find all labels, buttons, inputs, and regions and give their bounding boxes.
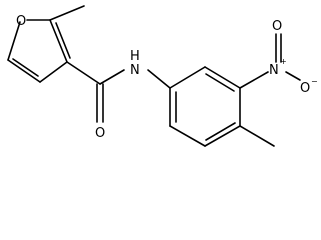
bond-nitro-o-right bbox=[285, 71, 301, 81]
benzene-ring bbox=[169, 66, 241, 147]
bond-n-aryl bbox=[147, 69, 171, 89]
bond-b1-b2 bbox=[169, 66, 206, 89]
bond-aryl-nitro bbox=[239, 71, 269, 89]
structure-canvas: O N H O N + O O − bbox=[7, 5, 318, 147]
amide-group bbox=[66, 61, 171, 123]
bond-c4-c5-inner bbox=[12, 58, 39, 77]
nitro-nitrogen-charge: + bbox=[280, 57, 287, 66]
nitro-group bbox=[239, 33, 301, 89]
atom-nitro-nitrogen: N bbox=[269, 63, 279, 78]
bond-c2-c3 bbox=[49, 19, 68, 63]
bond-b4-b5-inner bbox=[205, 122, 236, 141]
bond-c4-c5 bbox=[7, 59, 41, 83]
bond-c3-carbonyl bbox=[66, 61, 101, 85]
atom-nitro-oxygen-top: O bbox=[272, 19, 282, 34]
atom-amide-nitrogen: N bbox=[130, 63, 140, 78]
bond-c5-o1 bbox=[7, 21, 21, 61]
bond-b2-b3 bbox=[204, 66, 241, 89]
bond-carbonyl-n bbox=[99, 69, 125, 85]
atom-amide-hydrogen: H bbox=[130, 49, 140, 64]
bond-furan-methyl bbox=[49, 5, 85, 21]
atom-furan-oxygen: O bbox=[16, 14, 26, 29]
bond-b5-b6 bbox=[169, 125, 206, 147]
atom-carbonyl-oxygen: O bbox=[95, 126, 105, 141]
furan-ring bbox=[7, 19, 71, 83]
nitro-oxygen-charge: − bbox=[311, 77, 318, 86]
bond-c3-c4 bbox=[39, 61, 68, 83]
molecule-drawing: O N H O N + O O − bbox=[7, 5, 318, 147]
bond-aryl-methyl bbox=[239, 125, 275, 147]
bond-b4-b5 bbox=[204, 125, 241, 147]
bond-c2-c3-inner bbox=[55, 22, 71, 59]
atom-nitro-oxygen-right: O bbox=[300, 81, 310, 96]
bond-b2-b3-inner bbox=[205, 73, 235, 92]
